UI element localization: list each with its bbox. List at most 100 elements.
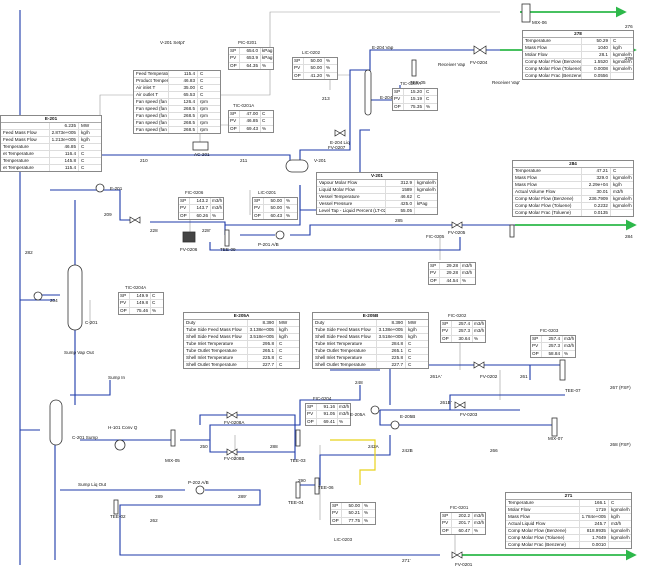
stream-211: 211 — [240, 158, 248, 163]
label-mix06: MIX-06 — [532, 20, 547, 25]
tag-lic0201: LIC-0201 — [258, 190, 277, 195]
stream-210: 210 — [140, 158, 148, 163]
tag-lic0203: LIC-0203 — [334, 537, 353, 542]
stream-248: 248 — [355, 380, 363, 385]
label-e204: E-204 — [380, 95, 393, 100]
label-fv0208b: FV-0208B — [224, 456, 245, 461]
exchanger-e205a — [370, 405, 380, 415]
label-fv0202: FV-0202 — [480, 374, 498, 379]
tag-fic0203: FIC-0203 — [540, 328, 559, 333]
stream-289: 289 — [155, 494, 163, 499]
column-e204 — [364, 69, 372, 116]
stream-242b: 242B — [402, 448, 413, 453]
label-e201: E-201 — [110, 186, 123, 191]
label-p201: P-201 A/B — [258, 242, 279, 247]
label-fv0208a: FV-0208A — [224, 420, 245, 425]
stream-271b: 271' — [402, 558, 411, 563]
stream-261: 261 — [520, 374, 528, 379]
exchanger-e202 — [33, 291, 43, 301]
label-fv0204: FV-0204 — [470, 60, 488, 65]
stream-289b: 289' — [238, 494, 247, 499]
label-tee07: TEE-07 — [565, 388, 581, 393]
label-fv0205: FV-0205 — [448, 230, 466, 235]
valves — [129, 45, 487, 559]
tag-tic0201a: TIC-0201A — [233, 103, 255, 108]
sump-c201 — [49, 399, 63, 446]
stream-284: 284 — [625, 234, 633, 239]
label-fv0206: FV-0206 — [180, 247, 198, 252]
stream-268: 268 (FSF) — [610, 442, 631, 447]
tag-fic0205: FIC-0205 — [426, 234, 445, 239]
tag-tic0204a: TIC-0204A — [125, 285, 147, 290]
stream-261a: 261A' — [430, 374, 442, 379]
stream-261b: 261B' — [440, 400, 452, 405]
label-p202: P-202 A/B — [188, 480, 209, 485]
exchanger-e201 — [95, 183, 105, 193]
stream-242a: 242A — [368, 444, 379, 449]
stream-288: 288 — [270, 444, 278, 449]
label-tee02: TEE-02 — [110, 514, 126, 519]
heater-fv0206 — [182, 231, 196, 243]
tag-fic0202: FIC-0202 — [448, 313, 467, 318]
label-sump-liq-out: Sump Liq Out — [78, 482, 107, 487]
label-e204vap: E-204 Vap — [372, 45, 394, 50]
heater-h101 — [114, 439, 126, 451]
label-e205a: E-205A — [350, 412, 366, 417]
stream-228: 228 — [150, 228, 158, 233]
tag-pic0201: PIC-0201 — [238, 40, 257, 45]
exchanger-e205b — [390, 420, 400, 430]
tag-fic0206: FIC-0206 — [185, 190, 204, 195]
label-h101: H-101 Conv Q — [108, 425, 138, 430]
stream-209: 209 — [104, 212, 112, 217]
label-tee06: TEE-06 — [318, 485, 334, 490]
label-tee09: TEE-09 — [220, 247, 236, 252]
stream-266: 266 — [490, 448, 498, 453]
label-tee03: TEE-03 — [290, 458, 306, 463]
label-v201: V-201 — [314, 158, 327, 163]
label-receiver-vap2: Receiver Vap' — [492, 80, 521, 85]
tag-lic0202: LIC-0202 — [302, 50, 321, 55]
label-fv0203: FV-0203 — [460, 412, 478, 417]
label-sump-vap-out: Sump Vap Out — [64, 350, 94, 355]
label-mix07: MIX-07 — [548, 436, 563, 441]
column-c201 — [67, 264, 83, 331]
label-fv0201: FV-0201 — [455, 562, 473, 567]
label-tee04: TEE-04 — [288, 500, 304, 505]
stream-250: 250 — [200, 444, 208, 449]
stream-285: 285 — [395, 218, 403, 223]
stream-228b: 228' — [202, 228, 211, 233]
label-e204liq: E-204 Liq — [330, 140, 350, 145]
pump-p202 — [195, 485, 205, 495]
vessel-v201 — [285, 159, 309, 173]
product-outlets — [460, 6, 637, 561]
label-e205b: E-205B — [400, 414, 416, 419]
label-receiver-vap: Receiver Vap — [438, 62, 466, 67]
equipment — [33, 3, 566, 515]
label-c201sump: C-201 Sump — [72, 435, 98, 440]
label-tee05: TEE-05 — [410, 80, 426, 85]
label-c201: C-201 — [85, 320, 98, 325]
stream-278: 278 — [625, 56, 633, 61]
stream-204: 204 — [50, 298, 58, 303]
stream-262: 262 — [150, 518, 158, 523]
steam-line — [330, 439, 376, 485]
stream-290: 290 — [298, 478, 306, 483]
